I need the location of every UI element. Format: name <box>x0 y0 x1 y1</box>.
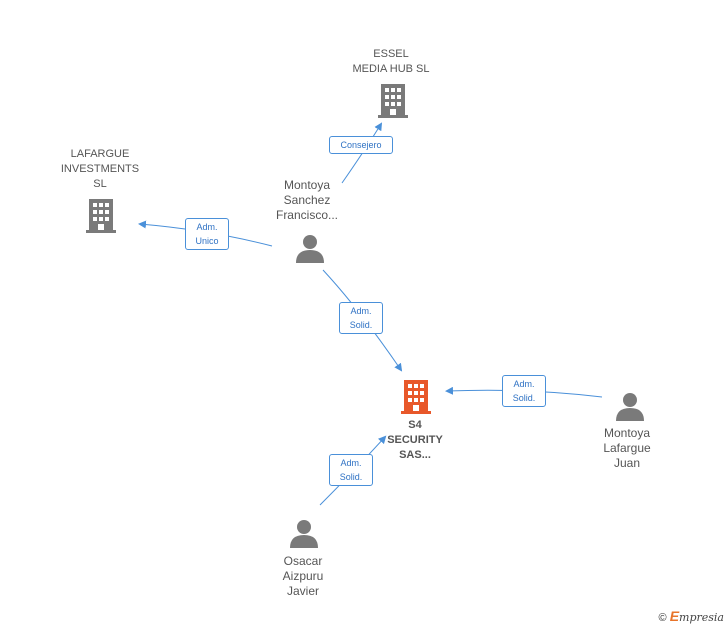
label-line: S4 <box>408 419 422 431</box>
label-line: LAFARGUE <box>70 148 130 160</box>
brand-logo-e: E <box>669 608 680 624</box>
label-line: Lafargue <box>603 441 651 455</box>
label-line: Sanchez <box>283 193 331 207</box>
edge-label-line: Adm. <box>350 306 372 316</box>
edge-label-line: Solid. <box>339 472 363 482</box>
person-icon[interactable] <box>616 393 644 421</box>
edge-label-line: Solid. <box>349 320 373 330</box>
label-line: MEDIA HUB SL <box>352 63 430 75</box>
edge-label-line: Adm. <box>196 222 218 232</box>
label-line: Montoya <box>283 178 331 192</box>
label-line: SL <box>93 178 107 190</box>
edge-label-line: Solid. <box>512 393 536 403</box>
person-label-montoya-sanchez[interactable]: Montoya Sanchez Francisco... <box>250 178 364 223</box>
label-line: SECURITY <box>387 434 443 446</box>
brand-name: mpresia <box>679 611 724 624</box>
label-line: SAS... <box>399 449 431 461</box>
edge-label-adm-solid-montoya-lj: Adm. Solid. <box>502 375 546 407</box>
edge-label-adm-solid-montoya-sf: Adm. Solid. <box>339 302 383 334</box>
label-line: Francisco... <box>275 208 338 222</box>
edge-label-adm-unico: Adm. Unico <box>185 218 229 250</box>
footer-brand: © Empresia <box>659 608 724 624</box>
person-icon[interactable] <box>296 235 324 263</box>
company-label-s4-security[interactable]: S4 SECURITY SAS... <box>355 418 475 463</box>
building-icon[interactable] <box>378 84 408 118</box>
person-label-osacar-aizpuru[interactable]: Osacar Aizpuru Javier <box>252 554 354 599</box>
company-label-essel[interactable]: ESSEL MEDIA HUB SL <box>331 47 451 77</box>
edge-label-line: Adm. <box>513 379 535 389</box>
label-line: Javier <box>286 584 319 598</box>
copyright-symbol: © <box>658 612 667 624</box>
company-label-lafargue-investments[interactable]: LAFARGUE INVESTMENTS SL <box>40 147 160 192</box>
label-line: Montoya <box>603 426 651 440</box>
label-line: ESSEL <box>373 48 409 60</box>
edge-label-line: Consejero <box>340 140 382 150</box>
building-icon[interactable] <box>86 199 116 233</box>
person-icon[interactable] <box>290 520 318 548</box>
label-line: Aizpuru <box>282 569 324 583</box>
edge-label-line: Unico <box>195 236 219 246</box>
edge-label-line: Adm. <box>340 458 362 468</box>
label-line: INVESTMENTS <box>60 163 140 175</box>
building-icon[interactable] <box>401 380 431 414</box>
edge-label-adm-solid-osacar: Adm. Solid. <box>329 454 373 486</box>
label-line: Juan <box>613 456 641 470</box>
edge-label-consejero: Consejero <box>329 136 393 154</box>
label-line: Osacar <box>283 554 323 568</box>
person-label-montoya-lafargue[interactable]: Montoya Lafargue Juan <box>576 426 678 471</box>
